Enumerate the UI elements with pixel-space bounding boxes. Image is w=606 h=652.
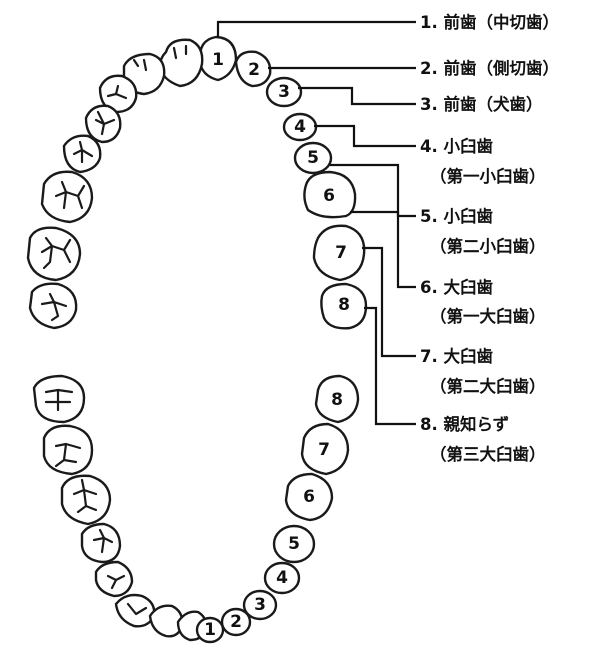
upper-arch-right — [198, 35, 368, 330]
leader-line-3 — [298, 86, 416, 106]
lower-tooth-1 — [195, 616, 225, 644]
lower-tooth-number-3: 3 — [254, 595, 266, 615]
leader-line-8 — [364, 306, 416, 426]
upper-tooth-5 — [293, 141, 333, 175]
lower-tooth-3 — [242, 589, 278, 621]
lower-tooth-number-7: 7 — [318, 440, 330, 460]
upper-tooth-2 — [234, 50, 272, 88]
lower-tooth-number-4: 4 — [276, 568, 288, 588]
label-8-line1: 8. 親知らず — [420, 414, 509, 434]
lower-tooth-number-5: 5 — [288, 534, 300, 554]
label-4-line1: 4. 小臼歯 — [420, 136, 493, 156]
upper-left-tooth-7 — [26, 226, 82, 282]
upper-tooth-3 — [265, 76, 303, 108]
leader-line-5 — [330, 163, 416, 218]
upper-left-tooth-6 — [40, 170, 94, 224]
lower-tooth-4 — [263, 561, 301, 595]
upper-tooth-7 — [312, 224, 366, 282]
lower-tooth-number-1: 1 — [204, 620, 216, 640]
upper-tooth-number-2: 2 — [248, 60, 260, 80]
lower-tooth-8 — [314, 374, 360, 424]
label-6-line2: （第一大臼歯） — [430, 306, 546, 326]
upper-tooth-number-3: 3 — [278, 82, 290, 102]
upper-left-tooth-1 — [158, 38, 204, 88]
lower-tooth-5 — [272, 524, 316, 564]
leader-line-4 — [314, 124, 416, 148]
upper-left-tooth-8 — [28, 282, 78, 330]
upper-tooth-number-1: 1 — [212, 50, 224, 70]
lower-arch-left — [32, 374, 208, 642]
upper-tooth-number-5: 5 — [307, 148, 319, 168]
upper-tooth-number-7: 7 — [335, 243, 347, 263]
upper-tooth-6 — [303, 170, 357, 219]
label-7-line2: （第二大臼歯） — [430, 376, 546, 396]
leader-line-1 — [216, 20, 416, 37]
label-1-line1: 1. 前歯（中切歯） — [420, 12, 559, 32]
lower-tooth-number-8: 8 — [331, 390, 343, 410]
lower-tooth-7 — [300, 422, 350, 476]
lower-tooth-number-6: 6 — [303, 487, 315, 507]
leader-line-7 — [362, 246, 416, 358]
label-2-line1: 2. 前歯（側切歯） — [420, 58, 559, 78]
label-6-line1: 6. 大臼歯 — [420, 277, 493, 297]
lower-left-tooth-7 — [42, 424, 94, 476]
label-5-line2: （第二小臼歯） — [430, 236, 546, 256]
lower-left-tooth-5 — [80, 522, 122, 564]
label-4-line2: （第一小臼歯） — [430, 166, 546, 186]
leader-line-6 — [350, 210, 416, 289]
label-8-line2: （第三大臼歯） — [430, 444, 546, 464]
upper-arch-left — [26, 38, 204, 330]
upper-tooth-number-4: 4 — [294, 117, 306, 137]
upper-tooth-8 — [320, 282, 368, 330]
upper-tooth-number-6: 6 — [323, 186, 335, 206]
lower-arch-right — [195, 374, 360, 644]
label-7-line1: 7. 大臼歯 — [420, 346, 493, 366]
upper-tooth-number-8: 8 — [338, 295, 350, 315]
label-3-line1: 3. 前歯（犬歯） — [420, 94, 543, 114]
label-5-line1: 5. 小臼歯 — [420, 206, 493, 226]
lower-tooth-number-2: 2 — [230, 612, 242, 632]
lower-left-tooth-3 — [114, 593, 156, 628]
lower-tooth-6 — [284, 472, 334, 522]
lower-tooth-2 — [220, 607, 252, 637]
tooth-label-list: 1. 前歯（中切歯） 2. 前歯（側切歯） 3. 前歯（犬歯） 4. 小臼歯 （… — [420, 12, 559, 464]
